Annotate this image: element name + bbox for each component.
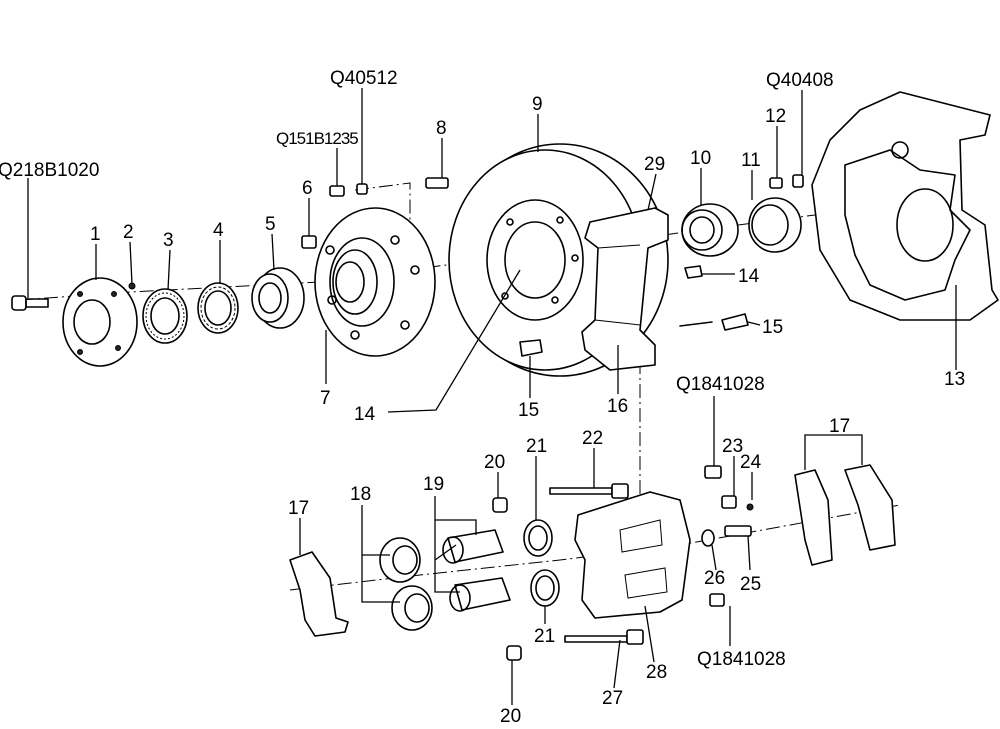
caliper-bolts	[701, 465, 754, 607]
cap-bolt	[11, 295, 49, 311]
callout-20-top: 20	[484, 452, 505, 473]
callout-14-right: 14	[738, 266, 760, 287]
bleeder-screws	[492, 497, 522, 661]
callout-29: 29	[644, 154, 665, 175]
callout-17-left: 17	[288, 498, 309, 519]
bearing-race	[251, 267, 305, 329]
callout-12: 12	[765, 106, 786, 127]
shield-bolt	[769, 174, 804, 189]
callout-22: 22	[582, 428, 603, 449]
callout-16: 16	[607, 396, 628, 417]
brake-pad-left	[289, 551, 349, 637]
callout-15-right: 15	[762, 317, 783, 338]
brake-pad-right	[794, 464, 896, 566]
callout-1: 1	[90, 224, 101, 245]
wheel-stud	[425, 177, 449, 189]
callout-25: 25	[740, 574, 761, 595]
inner-bearing	[681, 203, 739, 257]
callout-labels: Q218B1020 1 2 3 4 5 6 7 Q151B1235 Q40512…	[0, 68, 965, 727]
dust-shield	[811, 91, 999, 321]
caliper-body	[574, 491, 691, 619]
callout-6: 6	[302, 178, 313, 199]
hub-nut	[301, 235, 317, 249]
pad-clips	[519, 265, 749, 357]
callout-20-bottom: 20	[500, 706, 521, 727]
callout-19: 19	[423, 474, 444, 495]
callout-23: 23	[722, 436, 743, 457]
outer-bearing	[197, 282, 239, 334]
hub-cap	[62, 277, 138, 367]
callout-q40408: Q40408	[766, 70, 834, 91]
caliper-bracket	[581, 207, 669, 371]
hub-small-nut	[356, 183, 368, 195]
callout-q218b1020: Q218B1020	[0, 160, 99, 181]
callout-8: 8	[436, 118, 447, 139]
callout-4: 4	[213, 220, 224, 241]
lock-nut	[142, 288, 188, 344]
callout-q40512: Q40512	[330, 68, 398, 89]
callout-24: 24	[740, 452, 762, 473]
callout-17-right: 17	[829, 416, 850, 437]
callout-14-left: 14	[354, 404, 376, 425]
callout-3: 3	[163, 230, 174, 251]
piston-seals	[523, 519, 560, 607]
callout-10: 10	[690, 148, 711, 169]
callout-q1841028-top: Q1841028	[676, 374, 765, 395]
callout-27: 27	[602, 688, 623, 709]
callout-15-left: 15	[518, 400, 539, 421]
callout-18: 18	[350, 484, 371, 505]
leader-lines	[27, 88, 957, 705]
callout-21-top: 21	[526, 436, 547, 457]
guide-pins	[549, 483, 644, 645]
callout-28: 28	[646, 662, 667, 683]
oil-seal	[748, 197, 802, 253]
callout-13: 13	[944, 369, 965, 390]
piston-boots	[379, 537, 433, 631]
caliper-pistons	[442, 529, 511, 612]
callout-26: 26	[704, 568, 725, 589]
hub-bolt-short	[329, 185, 345, 197]
callout-2: 2	[123, 222, 134, 243]
callout-11: 11	[741, 150, 761, 171]
wheel-hub	[314, 207, 436, 357]
callout-5: 5	[265, 214, 276, 235]
callout-7: 7	[320, 388, 331, 409]
callout-9: 9	[532, 94, 543, 115]
callout-21-bottom: 21	[534, 626, 555, 647]
callout-q151b1235: Q151B1235	[276, 129, 358, 148]
callout-q1841028-bottom: Q1841028	[697, 649, 786, 670]
